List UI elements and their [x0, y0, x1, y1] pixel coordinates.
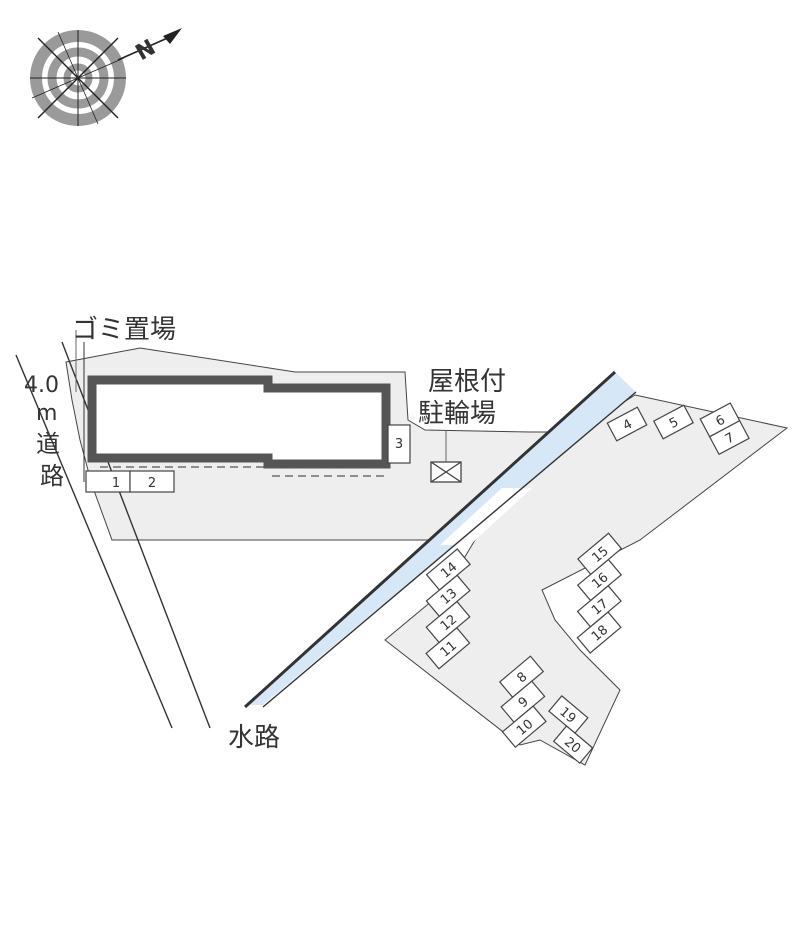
road-word-2: 路: [40, 462, 64, 490]
parking-slot-10: 10: [501, 705, 547, 749]
road-width-label: 4.0: [24, 373, 59, 398]
bicycle-parking-marker-icon: [430, 430, 462, 483]
parking-slot-1: 1: [85, 470, 131, 493]
svg-text:3: 3: [395, 437, 403, 452]
svg-text:1: 1: [112, 476, 120, 491]
parking-slot-16: 16: [576, 558, 623, 602]
road-unit-label: m: [36, 401, 57, 426]
road: [15, 341, 211, 729]
parking-slot-15: 15: [577, 532, 623, 576]
parking-slot-12: 12: [425, 600, 471, 644]
compass-rose-icon: [30, 28, 182, 126]
waterway: [243, 370, 637, 709]
bike-parking-label-line1: 屋根付: [428, 367, 506, 397]
garbage-area-label: ゴミ置場: [72, 315, 176, 345]
parking-slot-14: 14: [425, 548, 471, 591]
parking-slot-19: 19: [548, 695, 589, 734]
road-word-1: 道: [36, 430, 60, 458]
parking-slot-2: 2: [129, 470, 175, 493]
parking-slot-4: 4: [606, 406, 648, 442]
parking-slot-7: 7: [708, 419, 750, 456]
parking-slot-5: 5: [652, 404, 694, 440]
north-label: N: [132, 35, 160, 66]
svg-text:2: 2: [148, 476, 156, 491]
bike-parking-label-line2: 駐輪場: [418, 399, 496, 429]
parking-slots: 1 2 3 4 5 6 7 11 12 13 14: [85, 402, 750, 765]
apartment-building: [75, 330, 391, 477]
waterway-label: 水路: [228, 723, 280, 753]
parking-slot-13: 13: [425, 574, 471, 618]
parking-slot-20: 20: [552, 725, 594, 765]
parking-slot-3: 3: [387, 424, 411, 464]
